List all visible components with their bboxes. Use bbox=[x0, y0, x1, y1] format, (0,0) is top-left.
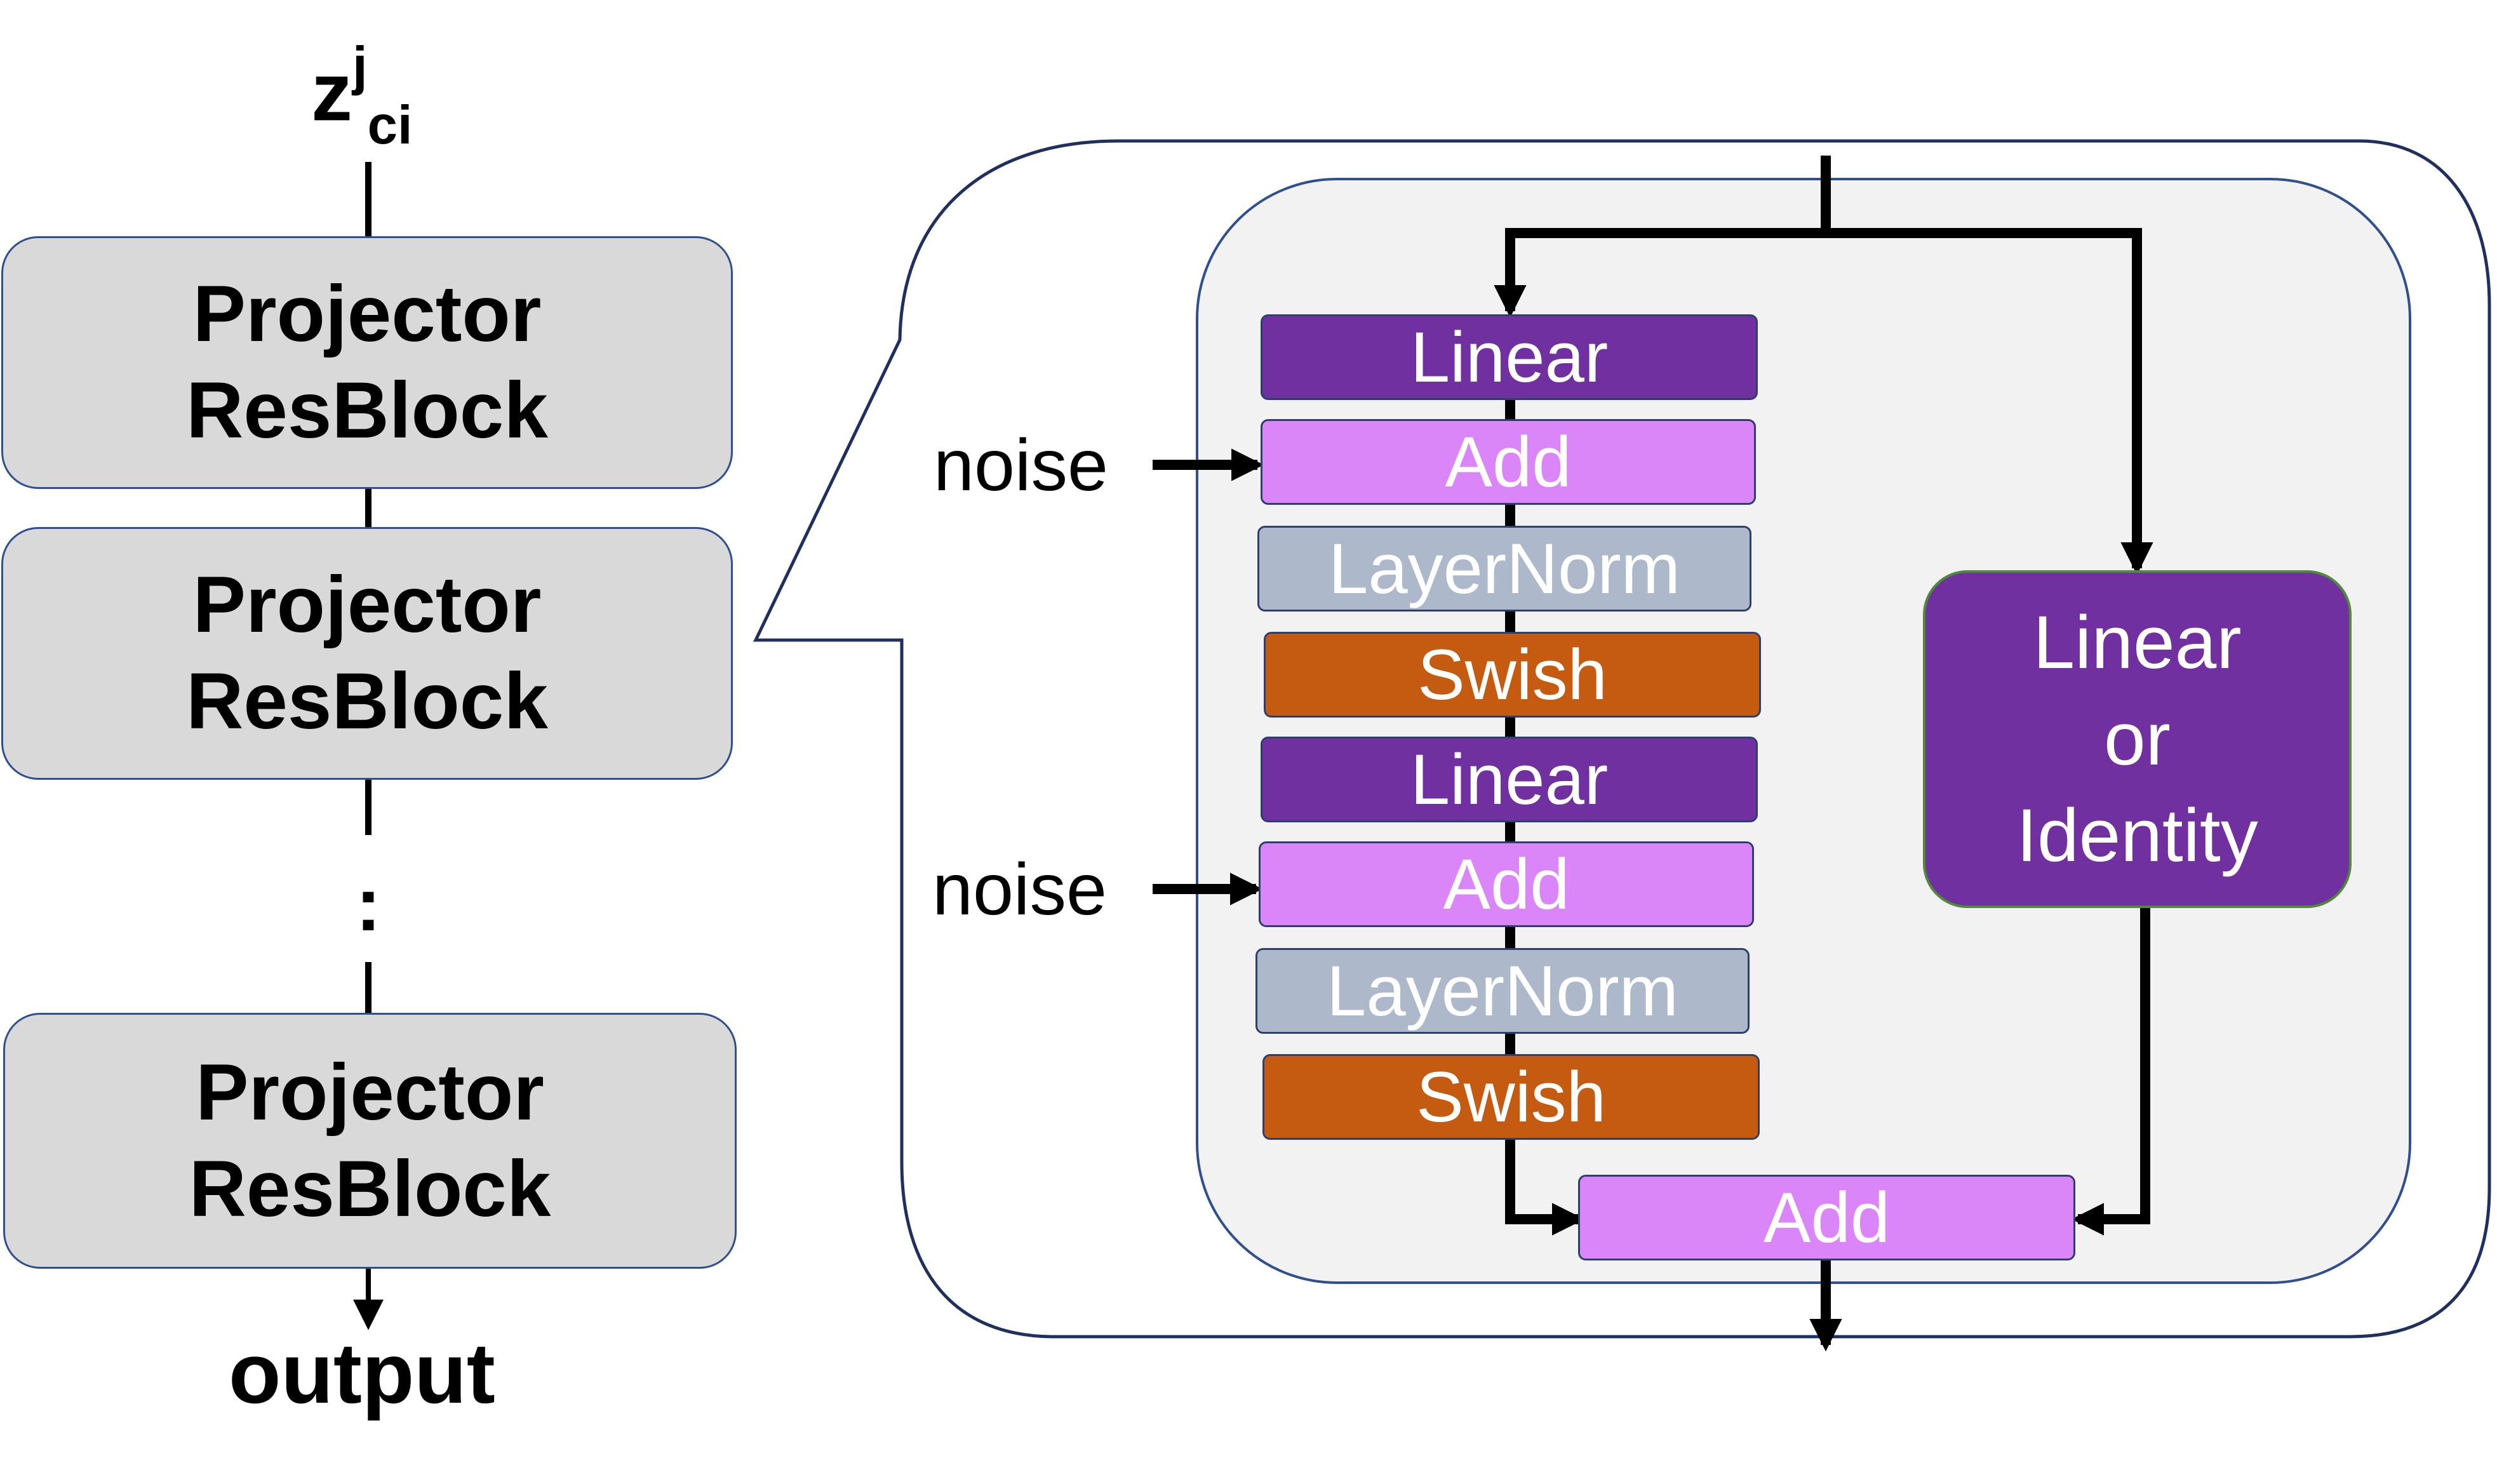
projector-resblock-label-line2: ResBlock bbox=[186, 657, 548, 745]
input-label-base: z bbox=[311, 45, 352, 138]
input-label: zjci bbox=[311, 36, 413, 156]
input-label-sub: ci bbox=[367, 95, 413, 156]
layer-add-2: Add bbox=[1259, 841, 1754, 927]
bypass-label-line2: or bbox=[2104, 697, 2171, 781]
layer-swish-2: Swish bbox=[1262, 1054, 1760, 1140]
projector-resblock-label-line2: ResBlock bbox=[189, 1144, 551, 1233]
bypass-label-line3: Identity bbox=[2016, 794, 2258, 878]
projector-resblock-label-line1: Projector bbox=[192, 270, 542, 358]
layer-layernorm-1: LayerNorm bbox=[1257, 526, 1751, 612]
layer-linear-1: Linear bbox=[1261, 314, 1758, 400]
bypass-label-line1: Linear bbox=[2033, 601, 2242, 685]
layer-swish-1: Swish bbox=[1264, 632, 1761, 718]
projector-resblock-label-line2: ResBlock bbox=[186, 366, 548, 455]
input-label-sup: j bbox=[352, 36, 368, 97]
layer-layernorm-2: LayerNorm bbox=[1255, 948, 1750, 1034]
projector-resblock-label-line1: Projector bbox=[192, 561, 542, 649]
noise-label-1: noise bbox=[934, 425, 1108, 506]
layer-linear-2: Linear bbox=[1261, 737, 1758, 822]
ellipsis: : bbox=[356, 862, 381, 947]
noise-label-2: noise bbox=[932, 849, 1107, 930]
layer-final-add: Add bbox=[1578, 1175, 2075, 1260]
layer-add-1: Add bbox=[1261, 419, 1756, 505]
projector-resblock-label-line1: Projector bbox=[196, 1048, 544, 1137]
output-label: output bbox=[229, 1325, 495, 1421]
